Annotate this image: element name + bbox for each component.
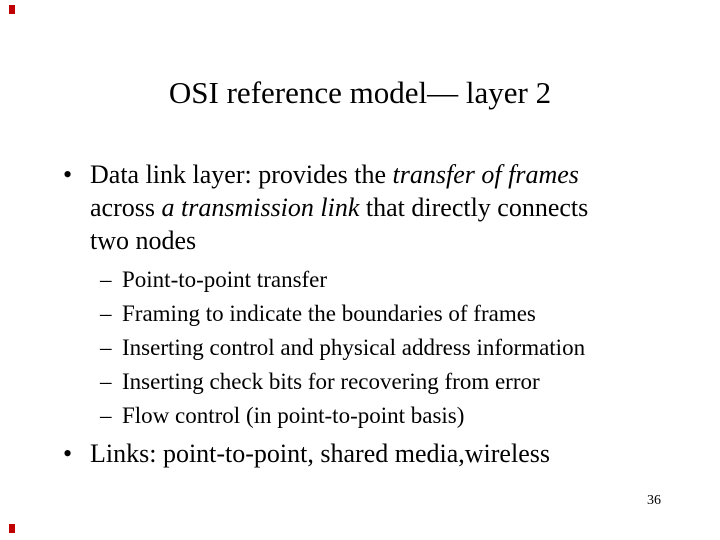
bullet-marker: • (63, 439, 73, 468)
dash-marker: – (100, 335, 112, 360)
italic-text-segment: a transmission link (161, 193, 360, 222)
sub-bullet-item: –Point-to-point transfer (0, 266, 720, 293)
text-line: Point-to-point transfer (122, 266, 690, 293)
bullet-item: • Links: point-to-point, shared media,wir… (0, 437, 720, 470)
sub-bullet-item: –Inserting control and physical address … (0, 334, 720, 361)
text-segment: Links: point-to-point, shared media,wire… (90, 439, 550, 468)
italic-text-segment: transfer of frames (392, 160, 579, 189)
bullet-marker: • (63, 160, 73, 189)
sub-bullet-item: –Inserting check bits for recovering fro… (0, 368, 720, 395)
slide-title: OSI reference model— layer 2 (168, 75, 552, 110)
text-line: Links: point-to-point, shared media,wire… (90, 437, 690, 470)
dash-marker: – (100, 301, 112, 326)
text-segment: two nodes (90, 226, 197, 255)
text-segment: Inserting control and physical address i… (122, 335, 586, 360)
text-segment: Inserting check bits for recovering from… (122, 369, 540, 394)
sub-bullet-item: –Flow control (in point-to-point basis) (0, 402, 720, 429)
text-line: Flow control (in point-to-point basis) (122, 402, 690, 429)
dash-marker: – (100, 267, 112, 292)
text-line: Data link layer: provides the transfer o… (90, 158, 690, 191)
text-segment: across (90, 193, 162, 222)
text-line: Inserting control and physical address i… (122, 334, 690, 361)
text-segment: Point-to-point transfer (122, 267, 328, 292)
bullet-item: • Data link layer: provides the transfer … (0, 158, 720, 257)
dash-marker: – (100, 403, 112, 428)
red-corner-mark-top (9, 5, 15, 14)
text-segment: Data link layer: provides the (90, 160, 393, 189)
dash-marker: – (100, 369, 112, 394)
text-line: Inserting check bits for recovering from… (122, 368, 690, 395)
red-corner-mark-bottom (9, 524, 15, 533)
slide-body: • Data link layer: provides the transfer … (0, 158, 720, 470)
text-line: Framing to indicate the boundaries of fr… (122, 300, 690, 327)
text-segment: that directly connects (359, 193, 589, 222)
page-number: 36 (647, 493, 661, 508)
text-line: across a transmission link that directly… (90, 191, 690, 224)
text-segment: Flow control (in point-to-point basis) (122, 403, 465, 428)
text-segment: Framing to indicate the boundaries of fr… (122, 301, 536, 326)
text-line: two nodes (90, 224, 690, 257)
sub-bullet-item: –Framing to indicate the boundaries of f… (0, 300, 720, 327)
